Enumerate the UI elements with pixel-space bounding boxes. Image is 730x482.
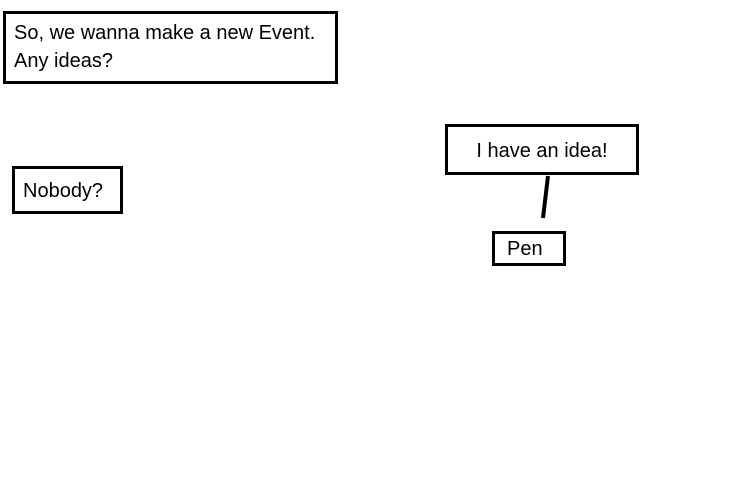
speech-bubble-idea: I have an idea! [445, 124, 639, 175]
speech-bubble-intro: So, we wanna make a new Event. Any ideas… [3, 11, 338, 84]
intro-line-2: Any ideas? [14, 50, 113, 72]
speech-bubble-nobody: Nobody? [12, 166, 123, 214]
speaker-label-pen: Pen [492, 231, 566, 266]
intro-line-1: So, we wanna make a new Event. [14, 22, 316, 44]
bubble-tail [541, 175, 550, 219]
